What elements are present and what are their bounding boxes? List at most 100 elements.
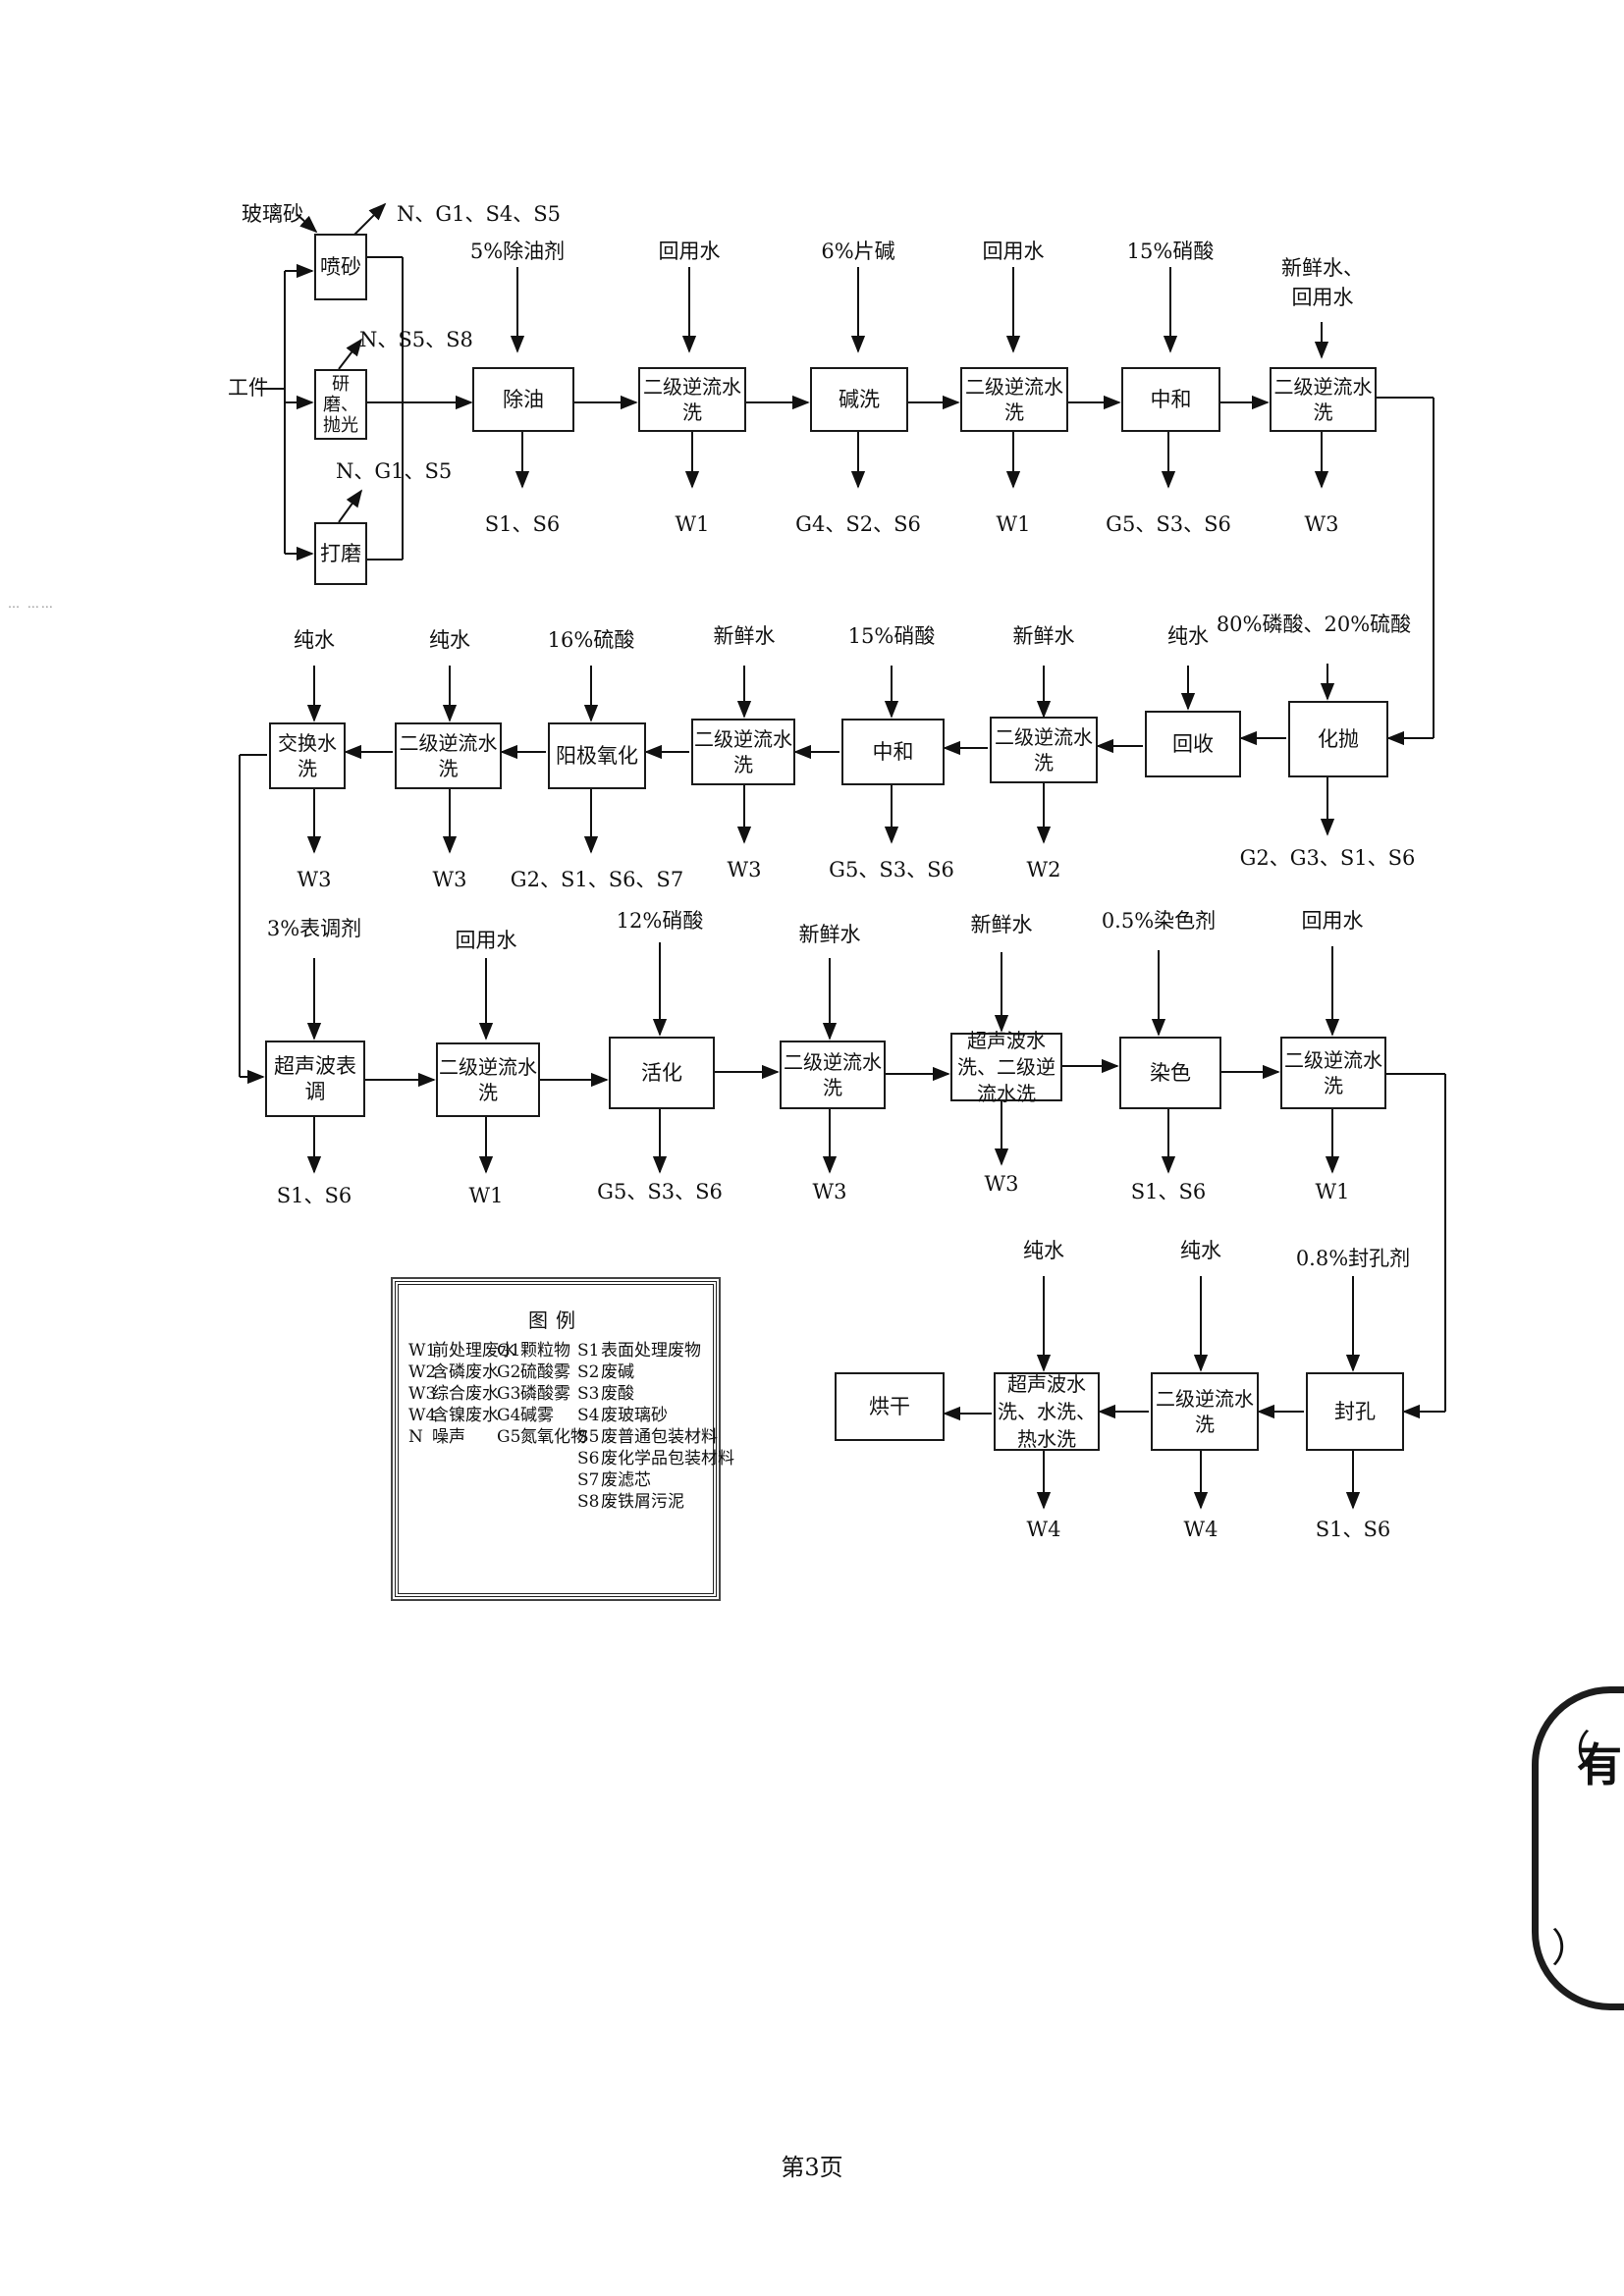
legend-item-g4: G4碱雾: [497, 1405, 587, 1426]
legend-label: 含镍废水: [432, 1406, 499, 1425]
step-sealing: 封孔: [1306, 1372, 1404, 1451]
legend-code: S6: [577, 1449, 600, 1468]
legend-code: W4: [408, 1406, 437, 1425]
legend-item-s5: S5废普通包装材料: [577, 1426, 734, 1448]
input-fresh-water-r3-4: 新鲜水: [798, 923, 861, 946]
legend-code: G3: [497, 1384, 521, 1404]
legend-code: G2: [497, 1362, 521, 1382]
emission-chem-polish: G2、G3、S1、S6: [1239, 846, 1416, 870]
step-rinse-r1-4: 二级逆流水洗: [960, 367, 1068, 432]
input-fresh-water-r2-4: 新鲜水: [713, 624, 776, 648]
input-fresh-water-r2-2: 新鲜水: [1012, 624, 1075, 648]
legend-code: W1: [408, 1341, 437, 1361]
step-polish-hand: 打磨: [314, 522, 367, 585]
emission-exchange-rinse: W3: [297, 868, 332, 891]
legend-code: S1: [577, 1341, 600, 1361]
emission-rinse-r4-2: W4: [1183, 1518, 1218, 1541]
step-rinse-r2-5: 二级逆流水洗: [691, 719, 795, 785]
emission-ultrasonic-adjust: S1、S6: [276, 1184, 352, 1207]
emission-degrease: S1、S6: [484, 512, 561, 536]
legend-item-s6: S6废化学品包装材料: [577, 1448, 734, 1469]
input-pure-water-r2-7: 纯水: [294, 628, 335, 652]
legend-code: W3: [408, 1384, 437, 1404]
legend-label: 废玻璃砂: [601, 1406, 668, 1425]
input-caustic: 6%片碱: [821, 240, 895, 263]
emission-rinse-r3-7: W1: [1315, 1180, 1350, 1203]
step-activate: 活化: [609, 1037, 715, 1109]
input-reuse-water-1: 回用水: [658, 240, 721, 263]
emission-sealing: S1、S6: [1315, 1518, 1391, 1541]
legend-title: 图例: [528, 1308, 583, 1332]
legend-code: S8: [577, 1492, 600, 1512]
emission-rinse-r1-2: W1: [675, 512, 710, 536]
input-reuse-water-2: 回用水: [982, 240, 1045, 263]
legend-code: S7: [577, 1470, 600, 1490]
step-ultrasonic-adjust: 超声波表调: [265, 1041, 365, 1117]
emission-rinse-r2-7: W3: [432, 868, 467, 891]
emission-sandblast: N、G1、S4、S5: [397, 202, 562, 226]
legend-item-g3: G3磷酸雾: [497, 1383, 587, 1405]
legend-label: 含磷废水: [432, 1362, 499, 1382]
stamp-char-3: ）: [1551, 1926, 1591, 1971]
legend-item-s3: S3废酸: [577, 1383, 734, 1405]
step-dyeing: 染色: [1119, 1037, 1221, 1109]
input-fresh-water-r3-5: 新鲜水: [970, 913, 1033, 936]
emission-anodize: G2、S1、S6、S7: [510, 868, 684, 891]
step-exchange-rinse: 交换水洗: [269, 722, 346, 789]
legend-label: 噪声: [432, 1427, 465, 1447]
emission-rinse-r3-4: W3: [812, 1180, 847, 1203]
step-alkali-wash: 碱洗: [810, 367, 908, 432]
input-sulfuric-16: 16%硫酸: [547, 628, 635, 652]
legend-item-w3: W3综合废水: [408, 1383, 515, 1405]
step-neutralize-2: 中和: [841, 719, 945, 785]
input-glass-sand: 玻璃砂: [242, 202, 303, 226]
legend-label: 废化学品包装材料: [601, 1449, 734, 1468]
legend-code: S5: [577, 1427, 600, 1447]
step-anodize: 阳极氧化: [548, 722, 646, 789]
legend-item-s8: S8废铁屑污泥: [577, 1491, 734, 1513]
input-sealant: 0.8%封孔剂: [1295, 1247, 1411, 1270]
input-degreaser: 5%除油剂: [469, 240, 566, 263]
step-rinse-r2-3: 二级逆流水洗: [990, 717, 1098, 783]
legend-label: 废普通包装材料: [601, 1427, 718, 1447]
emission-rinse-r2-3: W2: [1026, 858, 1061, 881]
legend-item-s1: S1表面处理废物: [577, 1340, 734, 1362]
emission-rinse-r2-5: W3: [727, 858, 762, 881]
step-rinse-r3-4: 二级逆流水洗: [780, 1041, 886, 1109]
emission-dyeing: S1、S6: [1130, 1180, 1207, 1203]
legend-item-w2: W2含磷废水: [408, 1362, 515, 1383]
legend-code: S4: [577, 1406, 600, 1425]
input-nitric-2: 15%硝酸: [847, 624, 936, 648]
legend-code: S2: [577, 1362, 600, 1382]
legend-label: 废碱: [601, 1362, 634, 1382]
input-surface-agent: 3%表调剂: [266, 917, 362, 940]
legend-code: S3: [577, 1384, 600, 1404]
step-rinse-r3-2: 二级逆流水洗: [436, 1042, 540, 1117]
input-reuse-water-r3-2: 回用水: [455, 929, 517, 952]
input-fresh-reuse-water: 新鲜水、回用水: [1281, 256, 1364, 309]
input-pure-water-r2-1: 纯水: [1167, 624, 1209, 648]
emission-polish-hand: N、G1、S5: [336, 459, 453, 483]
legend-item-s4: S4废玻璃砂: [577, 1405, 734, 1426]
legend-item-w4: W4含镍废水: [408, 1405, 515, 1426]
legend-label: 废酸: [601, 1384, 634, 1404]
step-rinse-r3-7: 二级逆流水洗: [1280, 1037, 1386, 1109]
emission-neutralize-2: G5、S3、S6: [829, 858, 954, 881]
step-neutralize-1: 中和: [1121, 367, 1220, 432]
step-grind-polish: 研磨、抛光: [314, 369, 367, 440]
emission-alkali-wash: G4、S2、S6: [795, 512, 921, 536]
stamp-char-2: （: [1551, 1728, 1591, 1773]
legend-code: G4: [497, 1406, 521, 1425]
step-sandblast: 喷砂: [314, 234, 367, 300]
legend-item-g5: G5氮氧化物: [497, 1426, 587, 1448]
input-dye: 0.5%染色剂: [1101, 909, 1217, 933]
step-ultrasonic-rinse: 超声波水洗、二级逆流水洗: [950, 1029, 1062, 1105]
legend-item-g2: G2硫酸雾: [497, 1362, 587, 1383]
legend-label: 碱雾: [520, 1406, 554, 1425]
legend-label: 氮氧化物: [520, 1427, 587, 1447]
step-rinse-r1-2: 二级逆流水洗: [638, 367, 746, 432]
